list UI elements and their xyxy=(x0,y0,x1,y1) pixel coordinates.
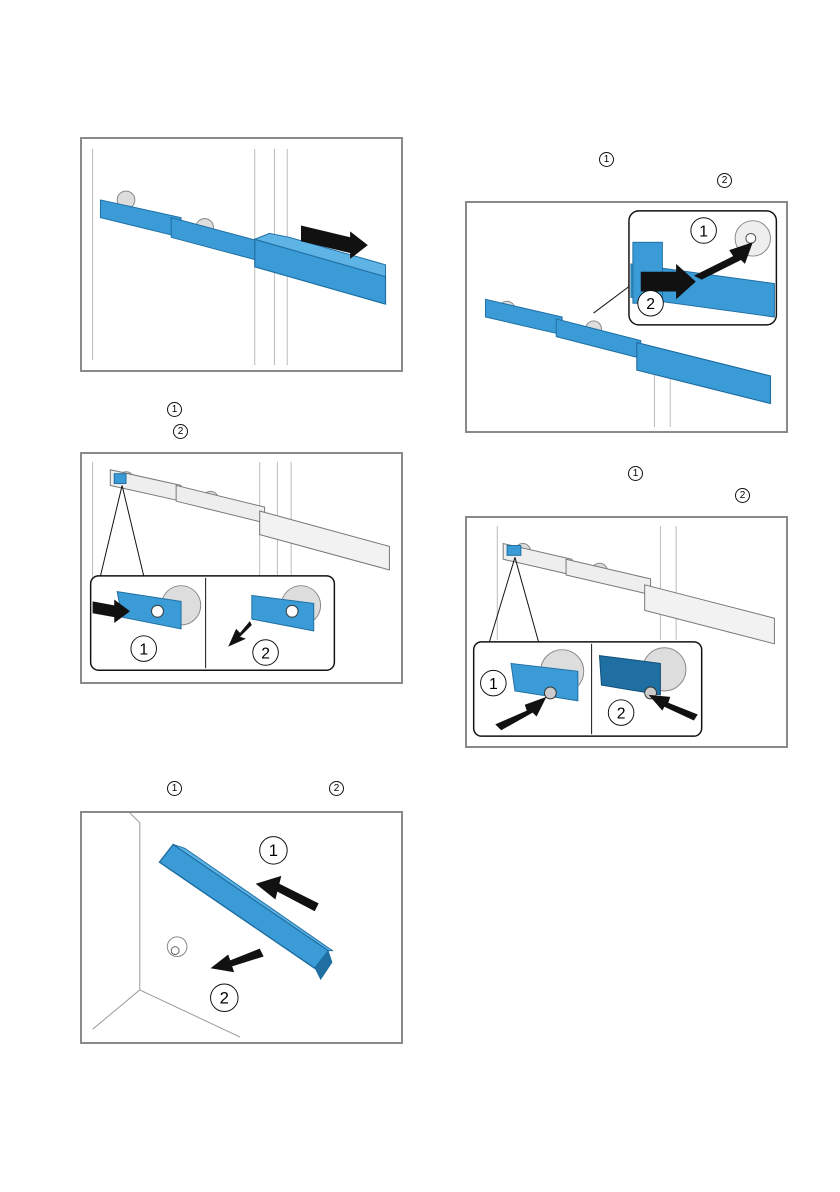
telescopic-rail-icon: 1 2 xyxy=(467,203,786,431)
telescopic-rail-icon: 1 2 xyxy=(82,813,401,1042)
figure-attach-rail: 1 2 xyxy=(465,201,788,433)
step-marker-1: 1 xyxy=(599,152,614,167)
step-marker-1: 1 xyxy=(628,466,643,481)
figure-remove-cover: 1 2 xyxy=(80,811,403,1044)
figure-release-latch: 1 2 xyxy=(80,452,403,684)
svg-text:1: 1 xyxy=(139,641,148,658)
telescopic-rail-icon: 1 2 xyxy=(467,518,786,746)
step-marker-2: 2 xyxy=(329,781,344,796)
step-marker-1: 1 xyxy=(167,781,182,796)
figure-pull-rail xyxy=(80,137,403,372)
step-marker-2: 2 xyxy=(173,424,188,439)
svg-text:2: 2 xyxy=(261,645,270,662)
svg-text:2: 2 xyxy=(617,705,626,722)
svg-text:1: 1 xyxy=(489,676,498,693)
step-marker-1: 1 xyxy=(167,402,182,417)
step-marker-2: 2 xyxy=(735,488,750,503)
svg-text:2: 2 xyxy=(646,296,655,313)
svg-text:1: 1 xyxy=(269,841,278,860)
svg-text:1: 1 xyxy=(699,223,708,240)
svg-text:2: 2 xyxy=(220,989,229,1008)
telescopic-rail-icon: 1 2 xyxy=(82,454,401,682)
telescopic-rail-icon xyxy=(82,139,401,370)
figure-lock-latch: 1 2 xyxy=(465,516,788,748)
step-marker-2: 2 xyxy=(717,173,732,188)
